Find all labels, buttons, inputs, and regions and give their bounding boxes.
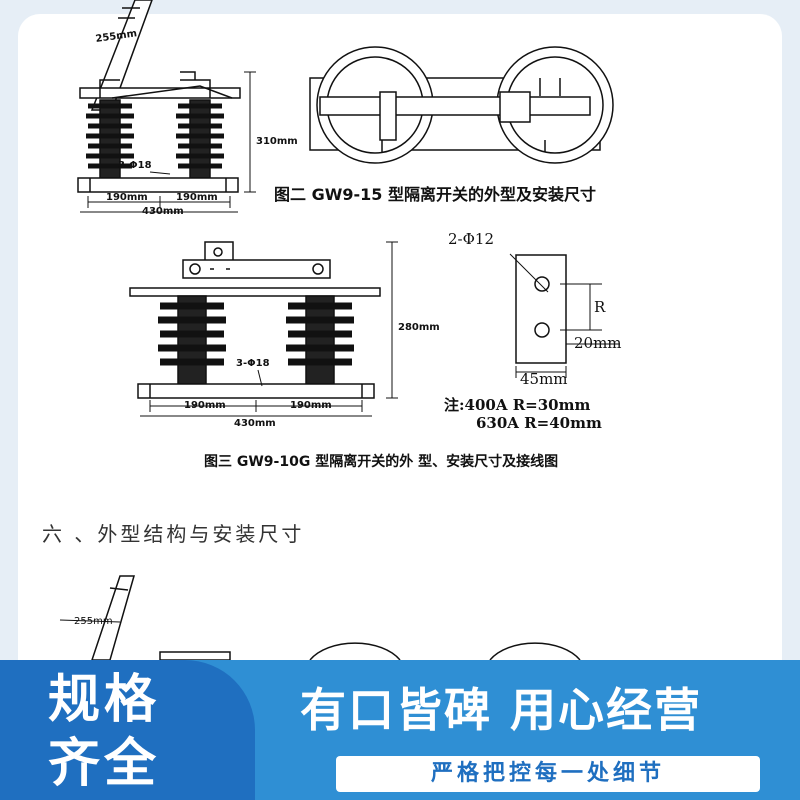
fig3-side-view [129, 241, 398, 417]
fig3-note-line1: 注:400A R=30mm [444, 396, 590, 414]
section-dim-255: 255mm [74, 616, 113, 627]
fig3-terminal-20: 20mm [574, 334, 622, 352]
promo-banner: 规格 齐全 有口皆碑 用心经营 严格把控每一处细节 [0, 660, 800, 800]
fig2-insulator-left [86, 99, 134, 179]
fig2-insulator-right [176, 99, 224, 179]
section-title: 六 、外型结构与安装尺寸 [42, 522, 305, 546]
fig3-caption: 图三 GW9-10G 型隔离开关的外 型、安装尺寸及接线图 [204, 453, 558, 470]
fig3-terminal-r: R [594, 298, 606, 316]
technical-drawing: 255mm 310mm 3-Φ18 190mm 190mm 430mm 图二 G… [59, 0, 622, 660]
banner-left-block [0, 660, 255, 800]
fig3-insulator-right [286, 295, 354, 385]
fig3-dim-280: 280mm [398, 322, 440, 333]
fig2-hole-label: 3-Φ18 [118, 160, 152, 171]
fig3-note-line2: 630A R=40mm [476, 414, 602, 432]
fig3-terminal-45: 45mm [520, 370, 568, 388]
fig2-top-view [309, 46, 614, 164]
banner-slogan: 有口皆碑 用心经营 [300, 683, 703, 737]
fig2-dim-190a: 190mm [106, 192, 148, 203]
fig3-dim-430: 430mm [234, 418, 276, 429]
fig3-hole-label: 3-Φ18 [236, 358, 270, 369]
fig3-terminal-plate [509, 253, 620, 378]
fig3-insulator-left [158, 295, 226, 385]
fig2-dim-310: 310mm [256, 136, 298, 147]
fig2-side-view [77, 0, 256, 213]
fig2-caption: 图二 GW9-15 型隔离开关的外型及安装尺寸 [274, 185, 596, 204]
fig3-terminal-holes: 2-Φ12 [448, 230, 494, 248]
section-preview-drawing [59, 575, 581, 660]
fig2-dim-430: 430mm [142, 206, 184, 217]
fig3-dim-190b: 190mm [290, 400, 332, 411]
fig3-dim-190a: 190mm [184, 400, 226, 411]
banner-left-line2: 齐全 [48, 734, 161, 794]
banner-left-line1: 规格 [48, 670, 161, 730]
banner-subtitle: 严格把控每一处细节 [336, 756, 760, 792]
banner-left-text: 规格 齐全 [48, 668, 218, 796]
fig2-dim-190b: 190mm [176, 192, 218, 203]
